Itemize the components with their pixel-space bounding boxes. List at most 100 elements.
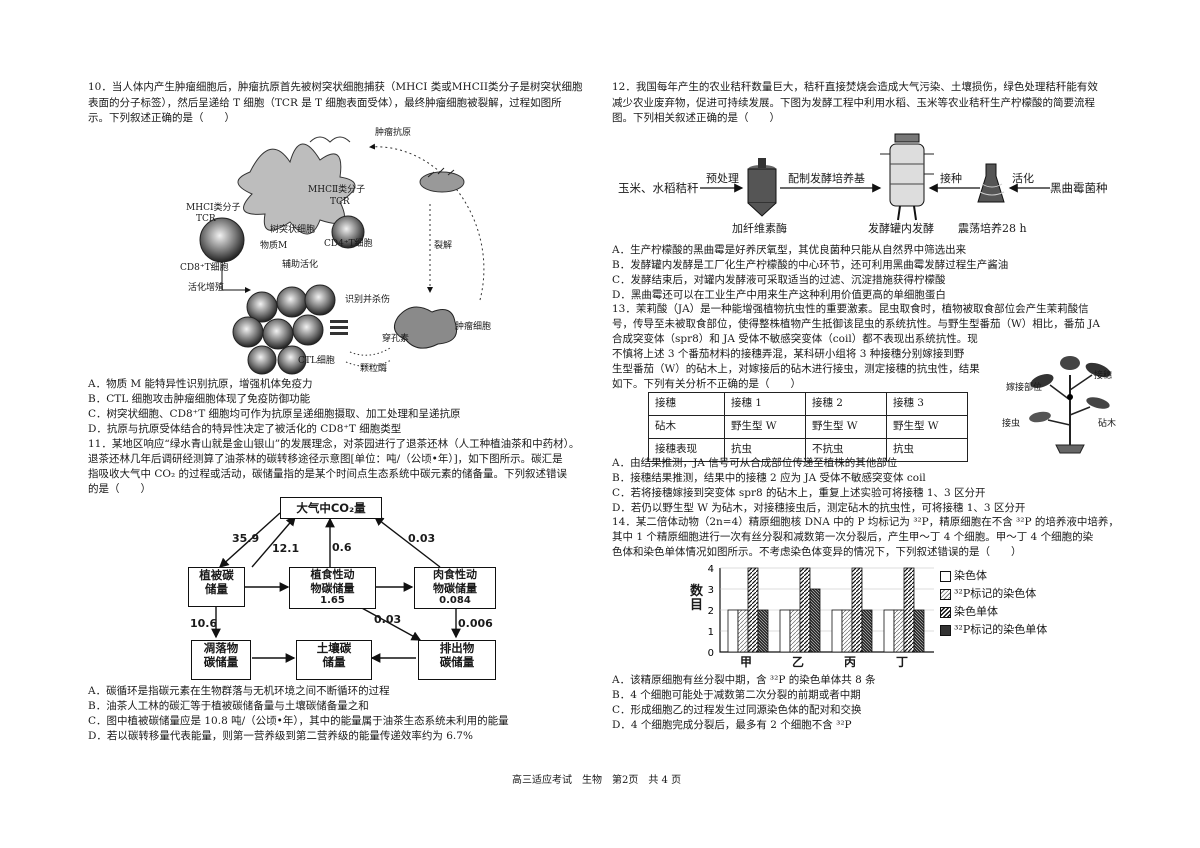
- y-tick-label: 2: [708, 606, 714, 617]
- bar-light-hatch-2: [841, 609, 853, 653]
- bar-diagonal-1: [799, 567, 811, 653]
- q10-stem-line-3: 示。下列叙述正确的是（ ）: [88, 112, 235, 124]
- q11-option-d: D．若以碳转移量代表能量，则第一营养级到第二营养级的能量传递效率约为 6.7%: [88, 730, 473, 742]
- q14-stem-line-1: 14．某二倍体动物（2n=4）精原细胞核 DNA 中的 P 均标记为 ³²P，精…: [612, 516, 1119, 528]
- bar-light-hatch-3: [893, 609, 905, 653]
- q14-option-d: D．4 个细胞完成分裂后，最多有 2 个细胞不含 ³²P: [612, 719, 852, 731]
- litter-line-1: 凋落物: [203, 641, 239, 655]
- soil-line-2: 储量: [322, 655, 346, 670]
- table-cell: 不抗虫: [804, 438, 887, 462]
- label-cd4: CD4⁺T细胞: [324, 239, 373, 249]
- bar-dense-3: [913, 609, 925, 653]
- table-cell: 砧木: [648, 415, 725, 439]
- q11-stem-line-3: 指吸收大气中 CO₂ 的过程或活动，碳储量指的是某个时间点生态系统中碳元素的储备…: [88, 468, 568, 480]
- legend-label: ³²P标记的染色体: [954, 587, 1037, 600]
- flow-0-03-top: 0.03: [408, 532, 436, 545]
- legend-label: 染色单体: [954, 605, 998, 618]
- q12-option-a: A．生产柠檬酸的黑曲霉是好养厌氧型，其优良菌种只能从自然界中筛选出来: [612, 244, 967, 256]
- q13-stem-line-3: 合成突变体（spr8）和 JA 受体不敏感突变体（coil）都不表现出系统抗性。…: [612, 333, 978, 345]
- q12-stem-line-3: 图。下列相关叙述正确的是（ ）: [612, 112, 780, 124]
- legend-swatch-diagonal: [940, 606, 951, 618]
- bar-blank-1: [779, 609, 791, 653]
- q13-option-c: C．若将接穗嫁接到突变体 spr8 的砧木上，重复上述实验可将接穗 1、3 区分…: [612, 487, 986, 499]
- label-recognize: 识别并杀伤: [345, 295, 391, 305]
- q10-stem-line-1: 10．当人体内产生肿瘤细胞后，肿瘤抗原首先被树突状细胞捕获（MHCI 类或MHC…: [88, 81, 583, 93]
- excr-line-1: 排出物: [439, 641, 475, 655]
- legend-label: ³²P标记的染色单体: [954, 623, 1048, 636]
- plant-label-insect: 接虫: [1002, 419, 1021, 429]
- q10-option-a: A．物质 M 能特异性识别抗原，增强机体免疫力: [88, 378, 313, 390]
- label-tumor-cell: 肿瘤细胞: [455, 322, 492, 332]
- carn-line-2: 物碳储量: [433, 581, 477, 595]
- legend-item-chromatid: 染色单体: [940, 604, 998, 620]
- table-cell: 野生型 W: [804, 415, 887, 439]
- q13-plant-figure: [1029, 356, 1111, 454]
- q10-option-d: D．抗原与抗原受体结合的特异性决定了被活化的 CD8⁺T 细胞类型: [88, 423, 402, 435]
- q12-option-b: B．发酵罐内发酵是工厂化生产柠檬酸的中心环节，还可利用黑曲霉发酵过程生产酱油: [612, 259, 1009, 271]
- bar-blank-3: [883, 609, 895, 653]
- veg-line-2: 储量: [205, 582, 228, 597]
- q11-carbon-diagram: [211, 512, 461, 663]
- herb-line-2: 物碳储量: [310, 581, 355, 595]
- q13-results-table: 接穗 接穗 1 接穗 2 接穗 3 砧木 野生型 W 野生型 W 野生型 W 接…: [648, 392, 969, 462]
- label-perforin: 穿孔素: [382, 334, 410, 344]
- excr-line-2: 碳储量: [439, 655, 475, 670]
- q10-option-b: B．CTL 细胞攻击肿瘤细胞体现了免疫防御功能: [88, 393, 311, 405]
- table-cell: 接穗 3: [885, 392, 969, 416]
- bar-dense-0: [757, 609, 769, 653]
- box-litter-carbon: 凋落物 碳储量: [191, 640, 251, 680]
- label-lysis: 裂解: [434, 241, 453, 251]
- page-footer: 高三适应考试 生物 第2页 共 4 页: [512, 775, 682, 786]
- bar-diagonal-0: [747, 567, 759, 653]
- flow-12-1: 12.1: [272, 542, 300, 555]
- herb-line-3: 1.65: [320, 594, 345, 606]
- bar-dense-2: [861, 609, 873, 653]
- label-mhc1: MHCⅠ类分子: [186, 203, 241, 213]
- soil-line-1: 土壤碳: [316, 641, 352, 655]
- q12-inoculate: 接种: [940, 172, 962, 185]
- label-activate: 活化增殖: [188, 283, 225, 293]
- bar-dense-1: [809, 588, 821, 653]
- y-tick-label: 3: [708, 585, 714, 596]
- q12-stem-line-1: 12．我国每年产生的农业秸秆数量巨大，秸秆直接焚烧会造成大气污染、土壤损伤，绿色…: [612, 81, 1098, 93]
- carn-line-1: 肉食性动: [433, 568, 477, 581]
- q12-fermentation-figure: [700, 133, 1050, 221]
- y-tick-label: 4: [708, 564, 714, 575]
- legend-swatch-light-hatch: [940, 588, 951, 600]
- q12-caption-3: 震荡培养28 h: [958, 222, 1027, 235]
- cd8-t-cell: [199, 217, 245, 263]
- table-cell: 接穗: [648, 392, 725, 416]
- table-cell: 抗虫: [723, 438, 806, 462]
- q11-option-b: B．油茶人工林的碳汇等于植被碳储备量与土壤碳储备量之和: [88, 700, 369, 712]
- bar-blank-2: [831, 609, 843, 653]
- q12-caption-2: 发酵罐内发酵: [868, 222, 934, 235]
- label-tumor-antigen: 肿瘤抗原: [375, 128, 412, 138]
- q10-immune-figure: [199, 136, 485, 375]
- q14-option-c: C．形成细胞乙的过程发生过同源染色体的配对和交换: [612, 704, 862, 716]
- legend-item-labeled-chromosome: ³²P标记的染色体: [940, 586, 1036, 602]
- carn-line-3: 0.084: [439, 594, 471, 606]
- q12-stem-line-2: 减少农业废弃物，促进可持续发展。下图为发酵工程中利用水稻、玉米等农业秸秆生产柠檬…: [612, 97, 1095, 109]
- tumor-cell-shape: [393, 306, 458, 349]
- table-row: 砧木 野生型 W 野生型 W 野生型 W: [648, 415, 969, 439]
- q13-stem-line-2: 号，传导至未被取食部位，使得整株植物产生抵御该昆虫的系统抗性。与野生型番茄（W）…: [612, 318, 1100, 330]
- table-cell: 接穗 2: [804, 392, 887, 416]
- box-soil-carbon: 土壤碳 储量: [296, 640, 372, 680]
- flow-35-9: 35.9: [232, 532, 260, 545]
- label-ctl: CTL细胞: [298, 356, 335, 366]
- q11-stem-line-2: 退茶还林几年后调研经测算了油茶林的碳转移途径示意图[单位：吨/（公顷•年）]，如…: [88, 453, 563, 465]
- enzyme-tank-icon: [747, 158, 777, 217]
- table-cell: 抗虫: [885, 438, 969, 462]
- legend-swatch-dense: [940, 624, 951, 636]
- q12-raw-material: 玉米、水稻秸秆: [618, 181, 699, 195]
- bar-diagonal-3: [903, 567, 915, 653]
- x-tick-label: 乙: [792, 655, 805, 669]
- bar-blank-0: [727, 609, 739, 653]
- box-excretion-carbon: 排出物 碳储量: [418, 640, 496, 680]
- litter-line-2: 碳储量: [203, 655, 239, 670]
- plant-label-graft: 嫁接部位: [1006, 383, 1043, 393]
- legend-label: 染色体: [954, 569, 987, 582]
- q14-ylabel: 数目: [690, 584, 704, 614]
- q11-stem-line-4: 的是（ ）: [88, 483, 151, 495]
